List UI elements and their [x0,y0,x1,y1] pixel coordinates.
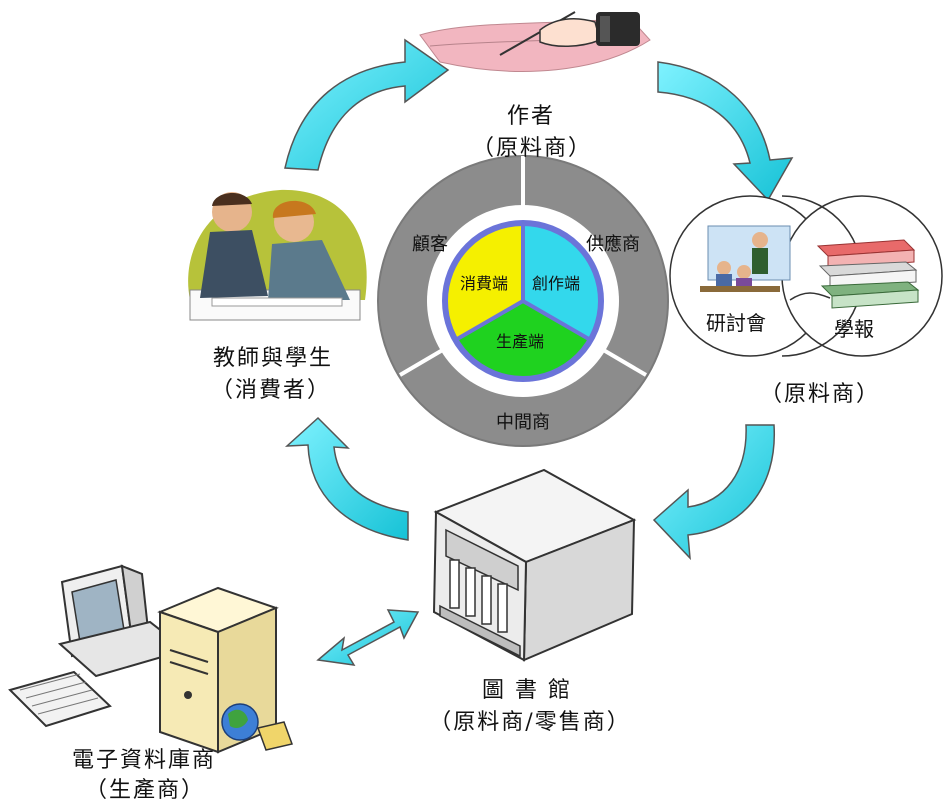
teachers-students-name: 教師與學生 [212,346,333,371]
conference-scene-icon [700,225,791,292]
center-ring [377,155,669,447]
journal-conference-bubbles [669,195,943,357]
teachers-students-role: （消費者） [210,378,331,403]
author-role: （原料商） [471,136,592,161]
cycle-arrow-library-to-teacher [284,416,409,541]
cycle-arrow-teacher-to-author [284,38,450,171]
computer-server-icon [8,564,293,754]
cycle-arrow-journal-to-library [652,424,775,561]
conference-label: 研討會 [706,311,766,335]
double-arrow-library-database [316,609,420,666]
ring-label-intermediary: 中間商 [496,412,550,433]
database-vendor-name: 電子資料庫商 [71,748,216,773]
pie-label-consumer-end: 消費端 [460,274,508,293]
database-vendor-role: （生產商） [84,778,205,803]
ring-label-customer: 顧客 [412,234,448,255]
author-name: 作者 [506,104,555,129]
ring-label-supplier: 供應商 [586,233,640,255]
library-name: 圖 書 館 [482,678,572,703]
journal-label: 學報 [834,317,874,341]
journal-cluster-role: （原料商） [759,382,880,407]
pie-label-creator-end: 創作端 [532,274,580,293]
library-building-icon [432,468,637,662]
pie-label-producer-end: 生產端 [496,332,544,351]
stacked-books-icon [789,239,920,309]
library-role: （原料商/零售商） [429,710,631,735]
teacher-student-illustration [188,189,367,321]
quill-hand-illustration [419,11,651,72]
cycle-arrow-author-to-journal [657,61,794,202]
